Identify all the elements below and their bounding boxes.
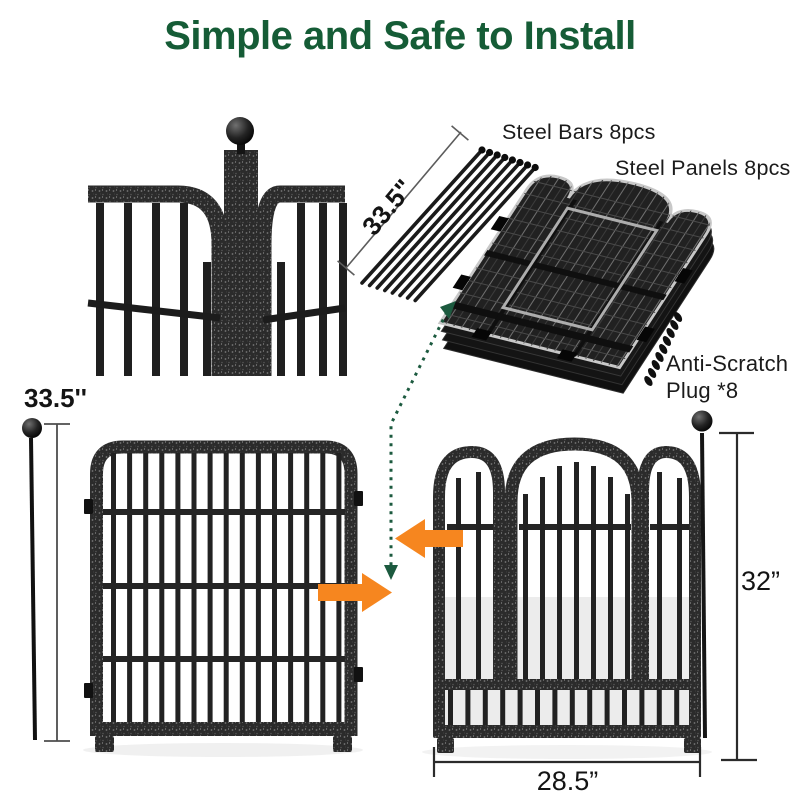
right-panel-height-value: 32” <box>741 566 781 596</box>
left-panel-connector-tabs <box>84 491 363 698</box>
right-panel-door-arch <box>504 437 645 684</box>
steel-panels-label: Steel Panels 8pcs <box>615 156 791 180</box>
page-title: Simple and Safe to Install <box>164 14 636 58</box>
left-top-rail <box>88 185 229 376</box>
right-panel-bottom-bars <box>448 690 680 725</box>
right-panel-left-arch <box>433 445 505 733</box>
left-height-measure <box>44 423 70 742</box>
right-panel-bars <box>456 462 682 684</box>
left-mid-rail <box>87 299 221 322</box>
right-panel-feet <box>437 738 701 753</box>
bottom-width-measure <box>432 747 702 777</box>
bar-length-measure <box>337 125 469 276</box>
shadow-left-panel <box>83 743 363 757</box>
steel-bars-label: Steel Bars 8pcs <box>502 120 656 144</box>
anti-scratch-label-line1: Anti-Scratch <box>666 351 789 376</box>
corner-post <box>224 150 258 376</box>
right-panel-mid-rail <box>433 679 701 690</box>
anti-scratch-plugs-illustration <box>644 312 683 386</box>
right-top-rail <box>254 185 345 376</box>
transform-dashed-arrow <box>384 301 456 580</box>
ball-finial-icon <box>22 418 42 438</box>
corner-joint-photo <box>87 117 347 376</box>
right-mid-rail <box>262 304 346 324</box>
left-panel-illustration <box>84 440 363 752</box>
right-panel-bottom-rail <box>433 725 701 738</box>
right-height-measure <box>719 431 757 762</box>
steel-panels-stack-illustration <box>437 162 723 394</box>
left-panel-height-value: 33.5'' <box>24 383 87 413</box>
arrow-left-icon <box>395 519 463 558</box>
right-panel-right-arch <box>637 445 701 733</box>
shadow-right-panel <box>422 745 712 759</box>
arrow-right-icon <box>318 573 392 612</box>
left-panel-feet <box>95 736 352 752</box>
ground-rod-left <box>22 418 42 741</box>
finial-stem <box>237 140 245 154</box>
ball-finial-icon <box>691 410 713 432</box>
right-panel-thin-rails <box>447 524 694 530</box>
left-panel-bottom-rail <box>90 722 357 736</box>
left-panel-rails <box>103 509 345 662</box>
stack-door-outline <box>500 206 660 332</box>
ground-rod-right <box>691 410 713 739</box>
stack-clips <box>452 215 693 362</box>
right-panel-illustration <box>433 437 701 753</box>
stack-mesh <box>445 162 723 367</box>
ball-finial-icon <box>226 117 254 145</box>
steel-bars-illustration <box>360 146 539 303</box>
right-panel-width-value: 28.5” <box>536 766 599 796</box>
anti-scratch-label-line2: Plug *8 <box>666 378 739 403</box>
